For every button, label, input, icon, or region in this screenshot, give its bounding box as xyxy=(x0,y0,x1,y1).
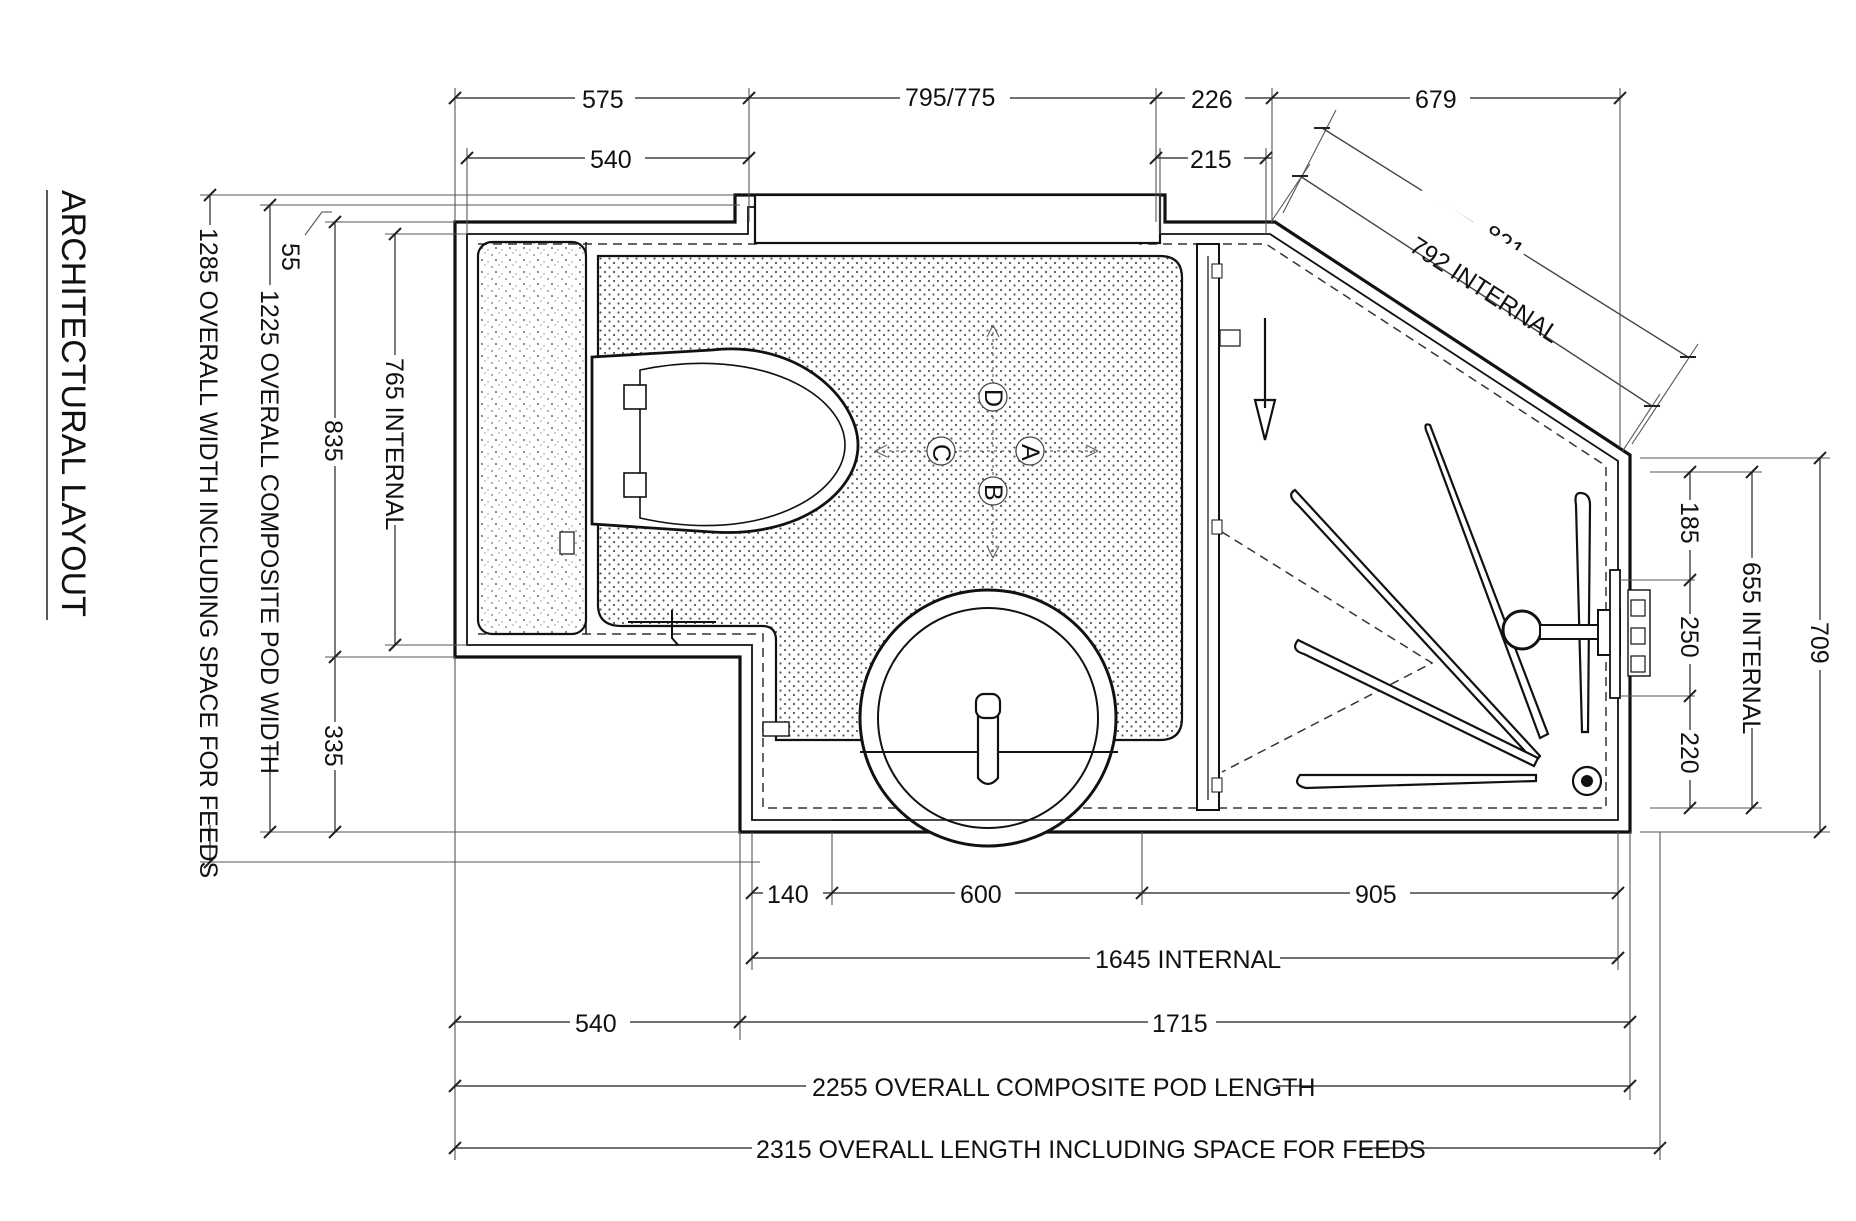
top-dimensions: 575 795/775 226 679 540 215 xyxy=(448,82,1627,448)
label-circle-a xyxy=(1015,436,1045,466)
dim-1225-composite-width: 1225 OVERALL COMPOSITE POD WIDTH xyxy=(255,290,283,774)
diag-dim-line-2 xyxy=(1299,175,1653,407)
towel-hook xyxy=(1219,329,1241,347)
label-d: D xyxy=(979,389,1007,407)
dim-600: 600 xyxy=(960,881,1002,909)
basin-trap xyxy=(762,721,790,737)
door-lintel xyxy=(753,193,1162,245)
basin-inner xyxy=(877,607,1099,829)
dim-1715: 1715 xyxy=(1152,1010,1208,1038)
dim-765-internal: 765 INTERNAL xyxy=(380,358,408,530)
label-circle-d xyxy=(978,382,1008,412)
drawing-title: ARCHITECTURAL LAYOUT xyxy=(54,190,92,617)
left-dimensions: 1285 OVERALL WIDTH INCLUDING SPACE FOR F… xyxy=(194,188,760,878)
feed-connector-2 xyxy=(1630,627,1646,645)
dim-185: 185 xyxy=(1675,502,1703,544)
basin xyxy=(762,588,1170,848)
toilet-hinge-top xyxy=(623,384,647,410)
dim-1645-internal: 1645 INTERNAL xyxy=(1095,946,1281,974)
dim-795-775: 795/775 xyxy=(905,84,995,112)
inner-wall xyxy=(466,206,1619,821)
label-a: A xyxy=(1016,444,1044,461)
shower-arm xyxy=(1539,624,1601,640)
dim-540-top: 540 xyxy=(590,146,632,174)
shower-rail xyxy=(1609,569,1621,699)
shower-spray-rays xyxy=(1290,423,1592,790)
toilet-flush-pipe xyxy=(559,531,575,555)
dim-335: 335 xyxy=(319,725,347,767)
dim-655-internal: 655 INTERNAL xyxy=(1737,562,1765,734)
dim-226: 226 xyxy=(1191,86,1233,114)
dim-2315-overall-length: 2315 OVERALL LENGTH INCLUDING SPACE FOR … xyxy=(756,1136,1426,1164)
screen-hinge-2 xyxy=(1211,519,1223,535)
clearance-diagram: A B C D xyxy=(874,324,1099,559)
dim-250: 250 xyxy=(1675,616,1703,658)
label-c: C xyxy=(927,444,955,462)
basin-tap xyxy=(976,698,1000,786)
dim-220: 220 xyxy=(1675,732,1703,774)
toilet xyxy=(559,347,860,555)
shower-screen xyxy=(1196,243,1434,811)
clearance-arrowheads xyxy=(874,324,1099,559)
shower-fixture xyxy=(1290,423,1651,797)
label-b: B xyxy=(979,484,1007,501)
feed-connector-3 xyxy=(1630,655,1646,673)
bottom-dimensions: 140 600 905 1645 INTERNAL 540 1715 2255 … xyxy=(448,657,1667,1164)
label-circle-c xyxy=(926,436,956,466)
screen-hinge-3 xyxy=(1211,777,1223,793)
right-dimensions: 185 250 220 655 INTERNAL 709 xyxy=(1620,451,1835,839)
shower-drain-inner xyxy=(1581,775,1593,787)
door-swing-arc xyxy=(1221,531,1434,773)
toilet-pan xyxy=(590,347,860,534)
dim-215: 215 xyxy=(1190,146,1232,174)
cistern-boxing xyxy=(476,240,588,636)
dim-540-bottom: 540 xyxy=(575,1010,617,1038)
screen-hinge-1 xyxy=(1211,263,1223,279)
dim-575: 575 xyxy=(582,86,624,114)
tap-head xyxy=(974,692,1002,720)
toilet-seat xyxy=(639,362,846,527)
dim-679: 679 xyxy=(1415,86,1457,114)
label-circle-b xyxy=(978,476,1008,506)
waste-pipe xyxy=(628,610,716,646)
shower-head xyxy=(1501,609,1543,651)
dim-55: 55 xyxy=(276,243,304,271)
dim-1285-overall-width: 1285 OVERALL WIDTH INCLUDING SPACE FOR F… xyxy=(194,228,222,878)
dim-905: 905 xyxy=(1355,881,1397,909)
toilet-hinge-bottom xyxy=(623,472,647,498)
dim-2255-composite-length: 2255 OVERALL COMPOSITE POD LENGTH xyxy=(812,1074,1315,1102)
dim-709: 709 xyxy=(1805,622,1833,664)
dim-140: 140 xyxy=(767,881,809,909)
door-swing-direction-arrow xyxy=(1253,318,1277,441)
leader-55 xyxy=(304,211,323,236)
feed-connector-1 xyxy=(1630,599,1646,617)
dim-835: 835 xyxy=(319,420,347,462)
